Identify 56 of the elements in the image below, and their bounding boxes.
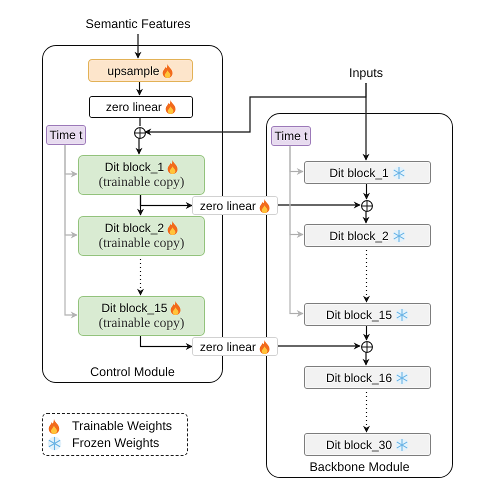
module-label: Backbone Module xyxy=(309,460,410,474)
arrow xyxy=(136,81,143,96)
block-label: Dit block_1 xyxy=(104,160,164,174)
block-label: Dit block_2 xyxy=(104,221,164,235)
block-box xyxy=(304,303,431,326)
process-box xyxy=(192,337,278,356)
block-label: Dit block_15 xyxy=(101,301,168,315)
time-box xyxy=(271,126,311,146)
module-label: Control Module xyxy=(90,365,175,379)
sum-circle xyxy=(134,127,146,139)
arrow xyxy=(363,183,370,200)
legend-label: Trainable Weights xyxy=(72,419,172,433)
legend-label: Frozen Weights xyxy=(72,436,160,450)
sum-circle xyxy=(361,200,373,212)
block-label: upsample xyxy=(107,64,160,78)
process-box xyxy=(88,59,193,82)
block-box xyxy=(304,224,431,247)
module-panel xyxy=(266,113,453,478)
process-box xyxy=(89,96,193,118)
block-label: zero linear xyxy=(200,340,256,354)
arrow xyxy=(289,145,304,317)
arrow xyxy=(136,138,142,155)
sum-circle xyxy=(361,341,373,353)
block-box xyxy=(304,433,431,456)
block-label: Time t xyxy=(50,128,82,142)
block-box xyxy=(304,366,431,389)
arrow xyxy=(362,211,370,224)
block-label: Dit block_2 xyxy=(329,228,389,242)
arrow xyxy=(362,352,370,366)
block-label: Dit block_1 xyxy=(329,166,389,180)
input-label: Semantic Features xyxy=(86,17,190,31)
time-box xyxy=(46,125,86,145)
arrow xyxy=(362,83,370,161)
block-note: (trainable copy) xyxy=(98,235,184,251)
arrow xyxy=(278,342,361,350)
block-box xyxy=(304,161,431,184)
arrow xyxy=(278,202,361,208)
block-label: Dit block_30 xyxy=(326,438,392,452)
block-note: (trainable copy) xyxy=(98,315,184,331)
arrow xyxy=(134,34,142,59)
arrow xyxy=(140,194,193,209)
arrow xyxy=(140,335,193,350)
arrow xyxy=(363,325,370,341)
block-box xyxy=(78,296,205,336)
module-panel xyxy=(42,45,223,383)
block-label: Dit block_16 xyxy=(326,370,392,384)
input-label: Inputs xyxy=(348,66,384,80)
block-label: zero linear xyxy=(200,198,256,212)
block-label: Dit block_15 xyxy=(326,308,392,322)
block-box xyxy=(78,216,205,256)
process-box xyxy=(192,196,278,215)
block-note: (trainable copy) xyxy=(98,174,184,190)
block-box xyxy=(78,155,205,195)
block-label: zero linear xyxy=(106,100,162,114)
block-label: Time t xyxy=(274,129,308,143)
arrow xyxy=(64,144,78,318)
